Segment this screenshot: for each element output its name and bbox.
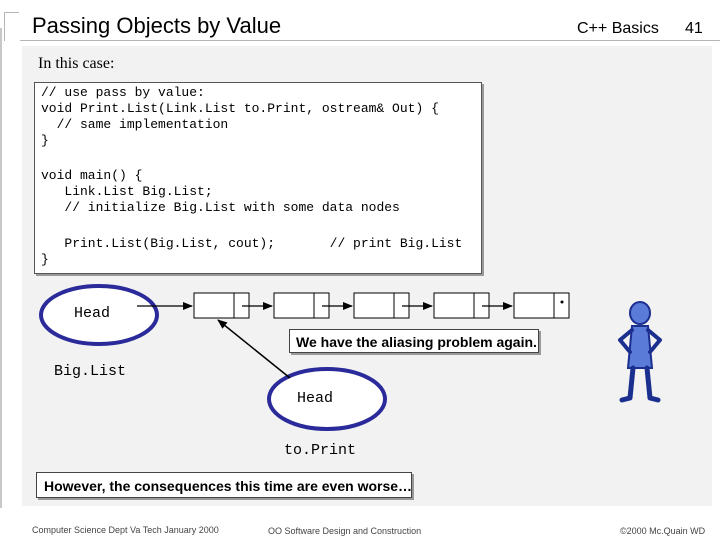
course-name: C++ Basics [577, 20, 659, 37]
biglist-head-ellipse [39, 284, 159, 346]
page-number: 41 [685, 20, 703, 37]
toprint-label: to.Print [284, 442, 357, 459]
toprint-head-ellipse [267, 367, 387, 431]
biglist-head-label: Head [74, 305, 111, 322]
slide-left-rule [0, 28, 8, 508]
biglist-label: Big.List [54, 363, 127, 380]
list-node-5 [513, 292, 570, 319]
slide-title: Passing Objects by Value [32, 13, 282, 38]
title-rule [20, 40, 720, 41]
list-node-3 [353, 292, 410, 319]
code-box [34, 82, 482, 274]
slide-subtitle: In this case: [38, 55, 115, 72]
footer-right: ©2000 Mc.Quain WD [620, 526, 706, 536]
slide-corner-decoration [4, 12, 19, 41]
code-function-definition: // use pass by value: void Print.List(Li… [41, 85, 439, 148]
stick-figure-icon [618, 301, 662, 403]
consequences-callout: However, the consequences this time are … [36, 472, 412, 498]
code-main-start: void main() { Link.List Big.List; // ini… [41, 168, 400, 215]
list-node-4 [433, 292, 490, 319]
toprint-head-arrow [217, 319, 291, 379]
footer-left: Computer Science Dept Va Tech January 20… [32, 525, 219, 535]
code-main-call: Print.List(Big.List, cout); // print Big… [41, 236, 463, 267]
aliasing-callout: We have the aliasing problem again. [289, 329, 539, 353]
list-node-1 [193, 292, 250, 319]
list-node-2 [273, 292, 330, 319]
footer-center: OO Software Design and Construction [268, 526, 422, 536]
null-pointer-dot [560, 300, 564, 304]
toprint-head-label: Head [297, 390, 334, 407]
